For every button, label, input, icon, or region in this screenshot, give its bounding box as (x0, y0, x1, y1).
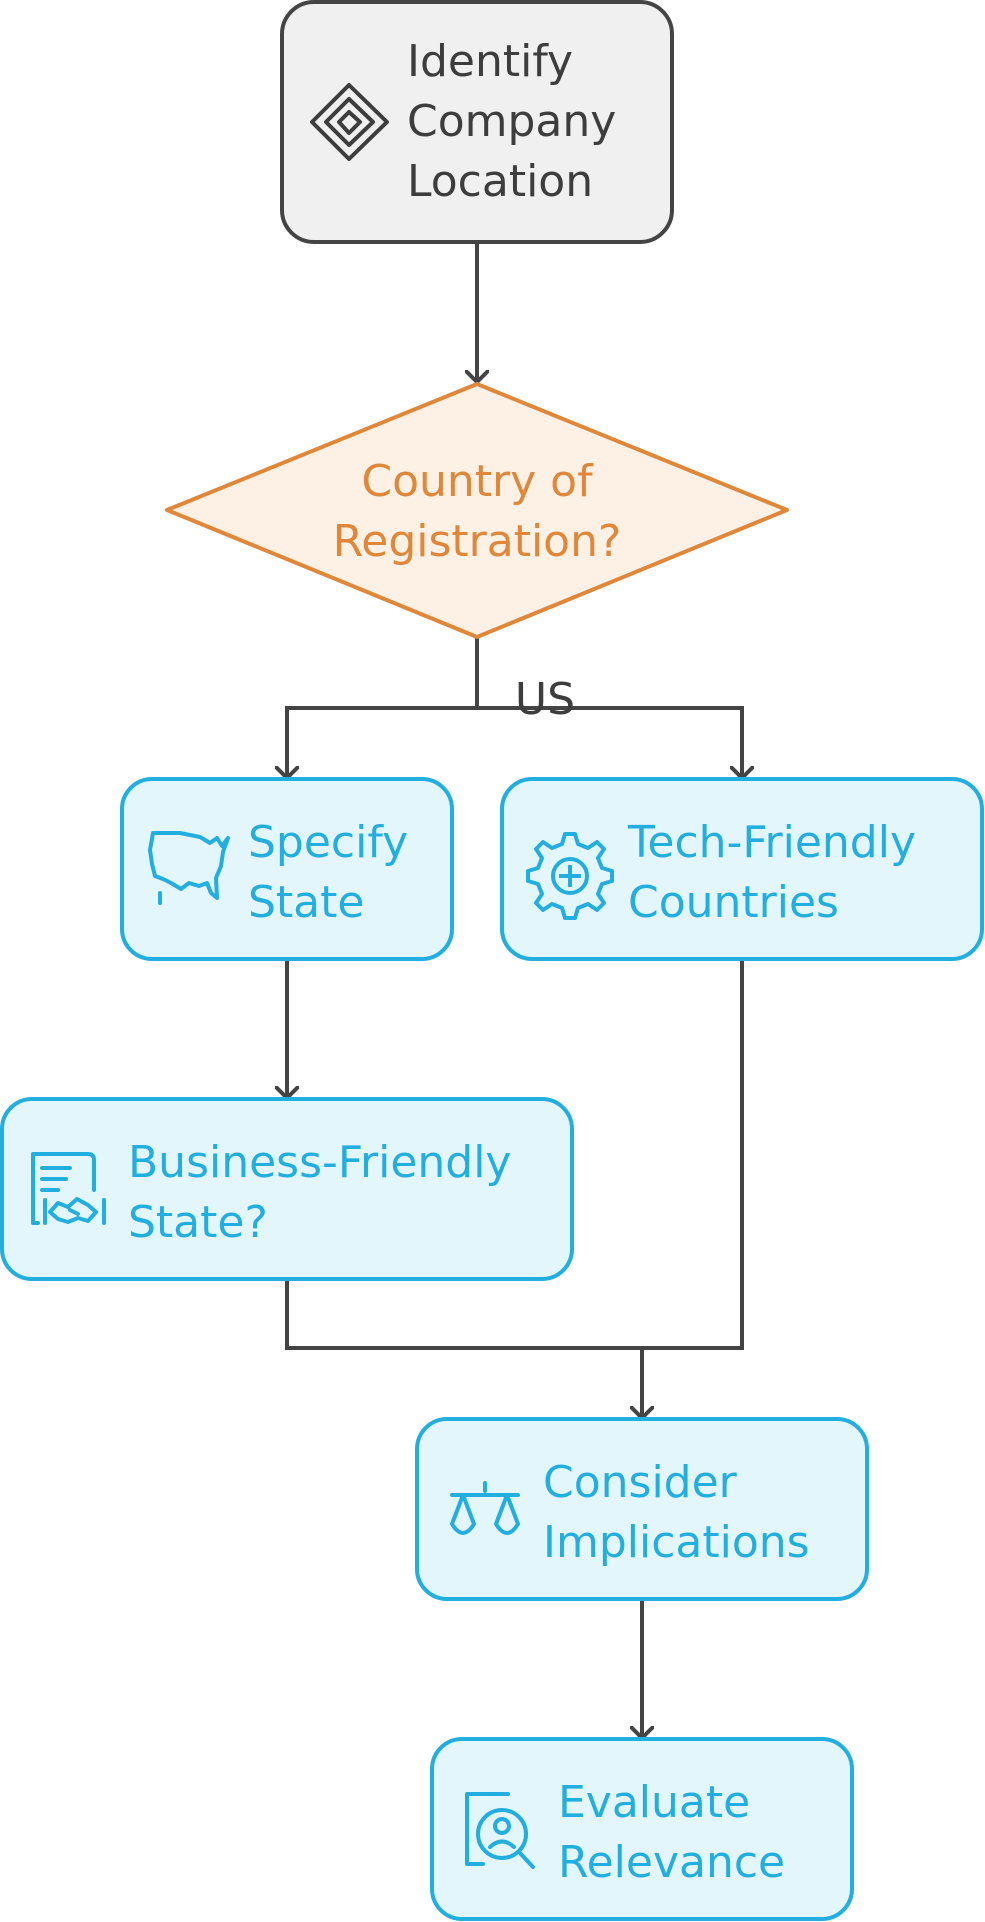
gear-plus-icon (526, 832, 614, 920)
decision-country-of-registration[interactable]: Country of Registration? (165, 382, 789, 639)
search-person-icon (465, 1792, 535, 1869)
us-map-icon (148, 831, 230, 905)
node-business-friendly-state[interactable]: Business-Friendly State? (0, 1097, 574, 1281)
node-label-line: Evaluate (558, 1777, 750, 1828)
node-identify-company-location[interactable]: Identify Company Location (280, 0, 674, 244)
node-label-line: Consider (543, 1457, 738, 1508)
node-label-line: Identify (407, 36, 573, 87)
node-label-line: Company (407, 96, 616, 147)
node-consider-implications[interactable]: Consider Implications (415, 1417, 869, 1601)
node-tech-friendly-countries[interactable]: Tech-Friendly Countries (500, 777, 984, 961)
node-label-line: Relevance (558, 1837, 785, 1888)
node-label-line: State (248, 877, 364, 928)
edge-business-to-merge (285, 1278, 642, 1350)
node-label-line: Tech-Friendly (627, 817, 916, 868)
decision-label-line: Registration? (333, 516, 622, 567)
node-evaluate-relevance[interactable]: Evaluate Relevance (430, 1737, 854, 1921)
node-label-line: State? (128, 1197, 268, 1248)
decision-label-line: Country of (361, 456, 594, 507)
document-handshake-icon (31, 1152, 106, 1225)
edge-country-to-specify (287, 706, 477, 778)
node-label-line: Countries (628, 877, 839, 928)
node-label-line: Specify (248, 817, 408, 868)
edges (287, 242, 742, 1738)
node-label-line: Business-Friendly (128, 1137, 511, 1188)
edge-label-us: US (515, 674, 575, 725)
edge-country-to-tech (477, 706, 742, 778)
node-specify-state[interactable]: Specify State (120, 777, 454, 961)
node-label-line: Location (407, 156, 593, 207)
node-label-line: Implications (543, 1517, 810, 1568)
scales-icon (450, 1481, 520, 1535)
edge-tech-to-merge (642, 958, 744, 1350)
diamond-layers-icon (310, 83, 389, 161)
